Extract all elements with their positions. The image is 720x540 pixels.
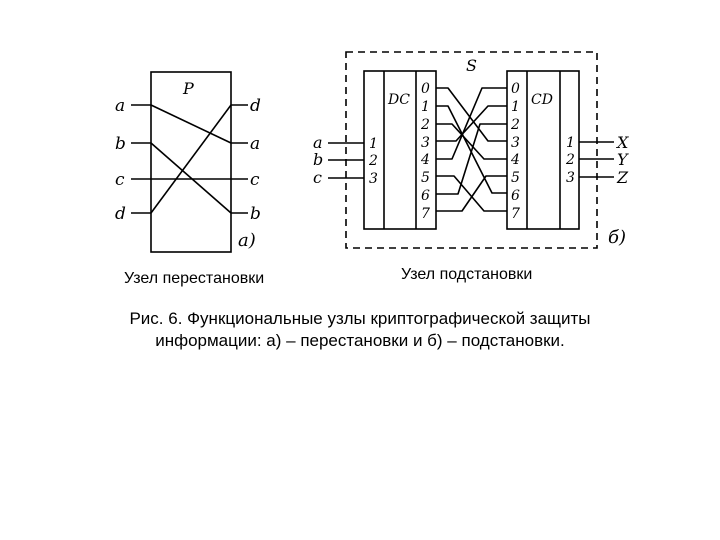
substitution-input-lines	[328, 142, 364, 179]
decoder-output-number: 2	[420, 117, 430, 133]
substitution-input-label: a	[313, 133, 323, 152]
decoder-input-number: 2	[368, 153, 378, 169]
crypto-nodes-diagram: P a b c d d a c b а)	[115, 51, 629, 253]
permutation-node-label: Узел перестановки	[124, 270, 265, 287]
substitution-node: S DC CD a b c 1 2 3 0 1 2 3 4 5 6 7 0	[313, 51, 629, 249]
decoder-output-number: 4	[420, 152, 430, 168]
coder-input-number: 1	[511, 99, 520, 115]
decoder-input-number: 1	[369, 136, 378, 152]
permutation-input-label: c	[115, 170, 125, 190]
permutation-node: P a b c d d a c b а)	[115, 71, 261, 253]
coder-input-number: 0	[511, 81, 520, 97]
decoder-output-number: 6	[421, 188, 430, 204]
substitution-output-label: Y	[617, 150, 629, 169]
coder-input-number: 2	[510, 117, 520, 133]
decoder-output-number: 1	[421, 99, 430, 115]
coder-input-number: 3	[511, 135, 520, 151]
coder-block	[506, 70, 580, 230]
substitution-input-label: c	[313, 168, 322, 187]
decoder-output-number: 3	[421, 135, 430, 151]
permutation-input-stubs	[131, 104, 151, 214]
figure-caption-line: Рис. 6. Функциональные узлы криптографич…	[129, 309, 591, 328]
decoder-label: DC	[387, 92, 410, 108]
permutation-box	[150, 71, 232, 253]
permutation-input-label: d	[115, 204, 126, 224]
figure-caption-line: информации: а) – перестановки и б) – под…	[155, 331, 565, 350]
coder-input-number: 5	[511, 170, 520, 186]
coder-output-number: 2	[565, 152, 575, 168]
substitution-input-label: b	[313, 150, 323, 169]
coder-label: CD	[531, 92, 553, 108]
coder-output-number: 3	[566, 170, 575, 186]
permutation-output-label: a	[250, 134, 260, 154]
substitution-wiring	[436, 87, 507, 212]
substitution-output-lines	[579, 141, 614, 178]
substitution-output-label: X	[615, 133, 629, 152]
substitution-sub-label: б)	[608, 227, 626, 248]
permutation-output-label: c	[250, 170, 260, 190]
permutation-output-label: b	[250, 204, 261, 224]
decoder-input-number: 3	[369, 171, 378, 187]
substitution-box-label: S	[466, 56, 477, 75]
substitution-dashed-box	[345, 51, 598, 249]
permutation-input-label: a	[115, 96, 125, 116]
permutation-input-label: b	[115, 134, 126, 154]
permutation-wiring	[150, 104, 232, 214]
decoder-block	[363, 70, 437, 230]
coder-input-number: 7	[511, 206, 520, 222]
permutation-box-label: P	[182, 79, 194, 98]
substitution-output-label: Z	[616, 168, 629, 187]
permutation-output-stubs	[231, 104, 248, 214]
permutation-output-label: d	[250, 96, 261, 116]
coder-output-number: 1	[566, 135, 575, 151]
decoder-output-number: 5	[421, 170, 430, 186]
decoder-output-number: 0	[421, 81, 430, 97]
coder-input-number: 4	[510, 152, 520, 168]
coder-input-number: 6	[511, 188, 520, 204]
permutation-sub-label: а)	[238, 230, 256, 251]
substitution-node-label: Узел подстановки	[401, 266, 533, 283]
decoder-output-number: 7	[421, 206, 430, 222]
figure-caption: Рис. 6. Функциональные узлы криптографич…	[0, 308, 720, 352]
